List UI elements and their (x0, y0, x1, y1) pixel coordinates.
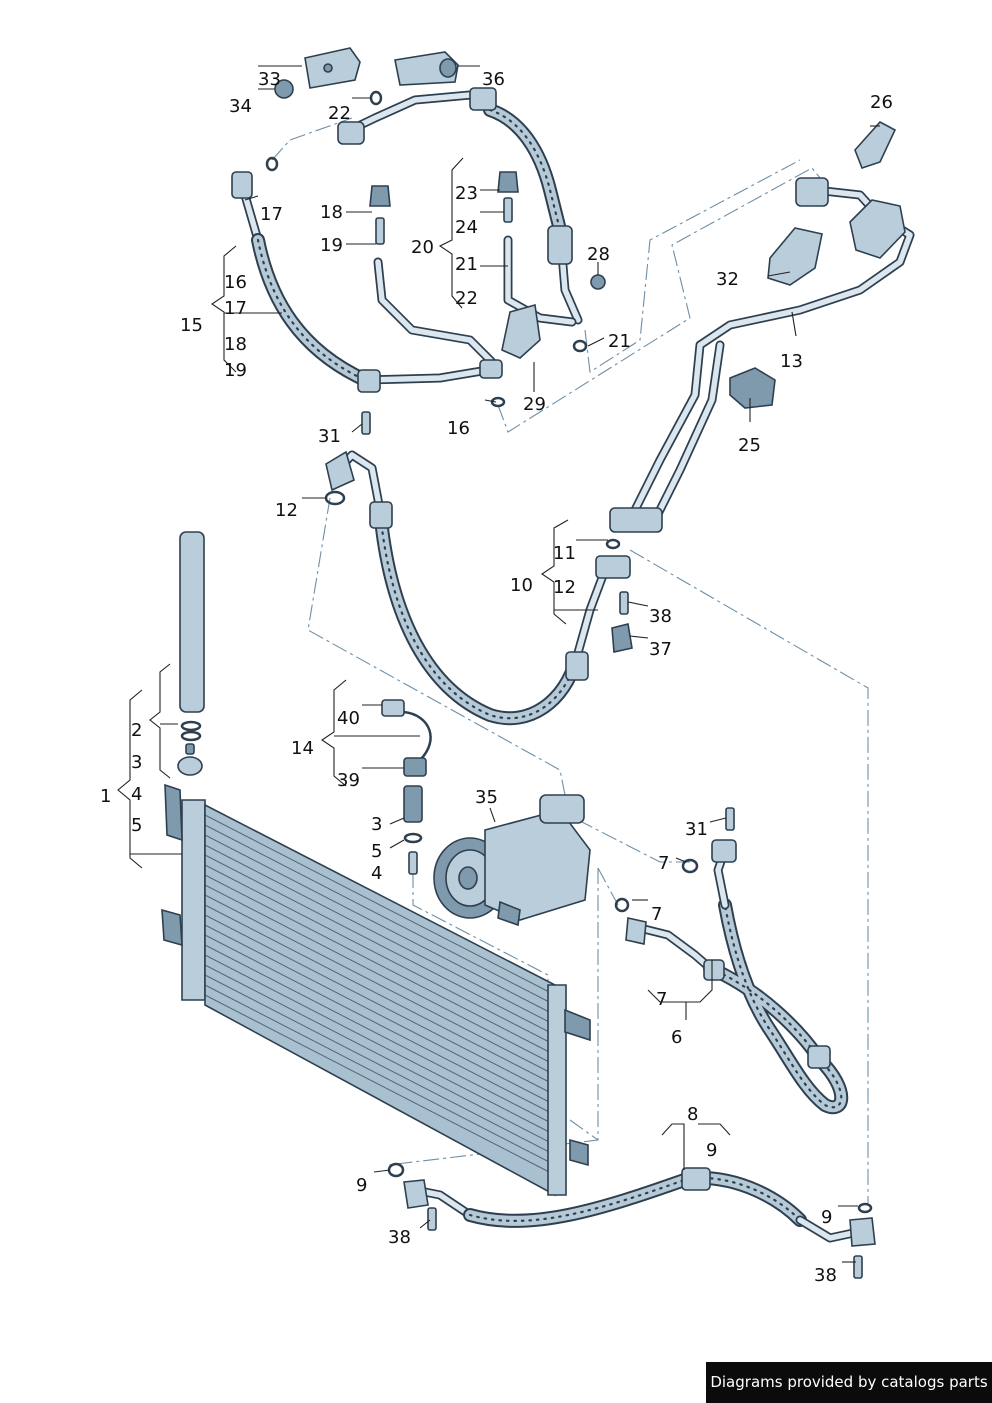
components (161, 47, 897, 1279)
callout-31-b: 31 (685, 819, 708, 840)
pressure-line-13 (609, 177, 915, 533)
hose-6 (625, 839, 849, 1115)
callout-3: 3 (131, 752, 142, 773)
seal-32 (767, 227, 823, 286)
callout-17-b: 17 (224, 298, 247, 319)
callout-36: 36 (482, 69, 505, 90)
pressure-sensor (403, 785, 423, 875)
callout-38: 38 (649, 606, 672, 627)
callout-9: 9 (706, 1140, 717, 1161)
hose-8 (403, 1167, 876, 1247)
callout-19: 19 (320, 235, 343, 256)
connection-lines (271, 117, 869, 1205)
callout-16: 16 (224, 272, 247, 293)
bracket-25 (729, 367, 776, 409)
callout-8: 8 (687, 1104, 698, 1125)
callout-5: 5 (131, 815, 142, 836)
callout-9-c: 9 (821, 1207, 832, 1228)
callout-7-c: 7 (656, 989, 667, 1010)
callout-21-b: 21 (608, 331, 631, 352)
suction-hose-36 (337, 87, 583, 325)
callout-6: 6 (671, 1027, 682, 1048)
callout-1: 1 (100, 786, 111, 807)
expansion-valve-36 (394, 51, 459, 86)
wiring-harness-14 (381, 699, 432, 777)
callout-39: 39 (337, 770, 360, 791)
callout-14: 14 (291, 738, 314, 759)
callout-11: 11 (553, 543, 576, 564)
callout-20: 20 (411, 237, 434, 258)
callout-5-b: 5 (371, 841, 382, 862)
callout-7-b: 7 (651, 904, 662, 925)
callout-16-b: 16 (447, 418, 470, 439)
callout-25: 25 (738, 435, 761, 456)
callout-17: 17 (260, 204, 283, 225)
callout-19-b: 19 (224, 360, 247, 381)
callout-18: 18 (320, 202, 343, 223)
callout-38-c: 38 (814, 1265, 837, 1286)
callout-29: 29 (523, 394, 546, 415)
condenser (161, 783, 591, 1197)
callout-10: 10 (510, 575, 533, 596)
callout-12-b: 12 (553, 577, 576, 598)
callout-labels: 33 34 22 36 26 17 18 19 23 24 20 21 22 2… (100, 69, 893, 1286)
callout-3-b: 3 (371, 814, 382, 835)
watermark-banner: Diagrams provided by catalogs parts (706, 1362, 992, 1403)
callout-13: 13 (780, 351, 803, 372)
callout-35: 35 (475, 787, 498, 808)
bracket-29 (501, 303, 541, 359)
callout-24: 24 (455, 217, 478, 238)
compressor (433, 794, 591, 927)
leader-lines (117, 65, 880, 1263)
hoses (231, 87, 915, 1247)
bolts (361, 411, 863, 1279)
callout-4: 4 (131, 784, 142, 805)
callout-9-b: 9 (356, 1175, 367, 1196)
callout-28: 28 (587, 244, 610, 265)
callout-31: 31 (318, 426, 341, 447)
callout-15: 15 (180, 315, 203, 336)
callout-18-b: 18 (224, 334, 247, 355)
suction-hose-15 (231, 171, 493, 393)
callout-21: 21 (455, 254, 478, 275)
callout-26: 26 (870, 92, 893, 113)
callout-38-b: 38 (388, 1227, 411, 1248)
callout-4-b: 4 (371, 863, 382, 884)
callout-22-b: 22 (455, 288, 478, 309)
callout-22: 22 (328, 103, 351, 124)
cover-33 (304, 47, 361, 89)
dryer-cartridge (177, 531, 205, 776)
callout-34: 34 (229, 96, 252, 117)
callout-33: 33 (258, 69, 281, 90)
callout-40: 40 (337, 708, 360, 729)
callout-7: 7 (658, 853, 669, 874)
callout-37: 37 (649, 639, 672, 660)
bracket-26 (854, 120, 897, 169)
hose-10 (325, 450, 631, 726)
callout-12: 12 (275, 500, 298, 521)
callout-32: 32 (716, 269, 739, 290)
callout-23: 23 (455, 183, 478, 204)
valves-and-caps (369, 171, 606, 290)
callout-2: 2 (131, 720, 142, 741)
